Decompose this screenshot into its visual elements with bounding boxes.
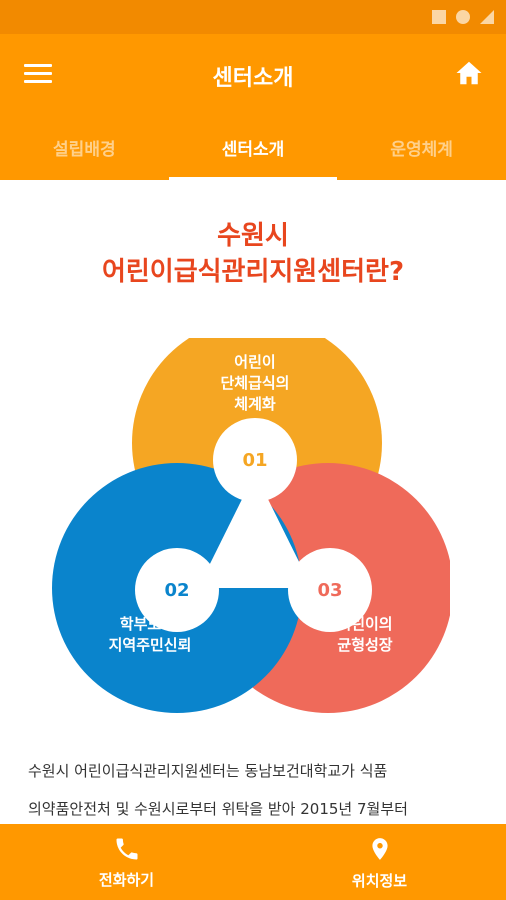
headline-line2: 어린이급식관리지원센터란? [101, 257, 405, 287]
home-icon[interactable] [454, 58, 484, 88]
page-title: 센터소개 [212, 66, 294, 91]
phone-icon [116, 838, 137, 859]
number-circle-2 [135, 548, 219, 632]
circle-2-number: 02 [164, 580, 190, 601]
menu-icon[interactable] [24, 64, 52, 84]
tab-background[interactable]: 설립배경 [53, 139, 116, 160]
tab-bar: 설립배경 센터소개 운영체계 [0, 114, 506, 180]
tab-center-intro[interactable]: 센터소개 [168, 114, 338, 180]
circle-1-label: 어린이 단체급식의 체계화 [220, 353, 290, 413]
bottom-bar: 전화하기 위치정보 [0, 824, 506, 900]
call-button[interactable]: 전화하기 [0, 824, 253, 900]
status-bar [0, 0, 506, 34]
number-circle-1 [213, 418, 297, 502]
square-icon [432, 10, 446, 24]
location-label: 위치정보 [351, 871, 408, 890]
circle-2-label: 학부모 및 지역주민신뢰 [108, 615, 192, 654]
location-button[interactable]: 위치정보 [253, 824, 506, 900]
app-bar: 센터소개 [0, 34, 506, 114]
status-icons [432, 10, 494, 24]
circle-1-number: 01 [242, 450, 268, 471]
location-pin-icon [371, 837, 388, 860]
call-label: 전화하기 [98, 870, 155, 889]
number-circle-3 [288, 548, 372, 632]
headline-line1: 수원시 [217, 221, 289, 251]
signal-icon [480, 10, 494, 24]
circle-3-label: 어린이의 균형성장 [337, 615, 393, 654]
headline: 수원시 어린이급식관리지원센터란? [0, 218, 506, 290]
tab-operation[interactable]: 운영체계 [390, 139, 453, 160]
circle-3-number: 03 [317, 580, 343, 601]
content-area[interactable]: 수원시 어린이급식관리지원센터란? 어린이 단체급식의 체계화 01 02 학부… [0, 180, 506, 824]
circle-icon [456, 10, 470, 24]
venn-diagram: 어린이 단체급식의 체계화 01 02 학부모 및 지역주민신뢰 03 어린이의… [50, 318, 453, 718]
center-triangle [198, 473, 312, 588]
venn-graphic [52, 318, 453, 713]
description-text: 수원시 어린이급식관리지원센터는 동남보건대학교가 식품 의약품안전처 및 수원… [28, 762, 408, 818]
